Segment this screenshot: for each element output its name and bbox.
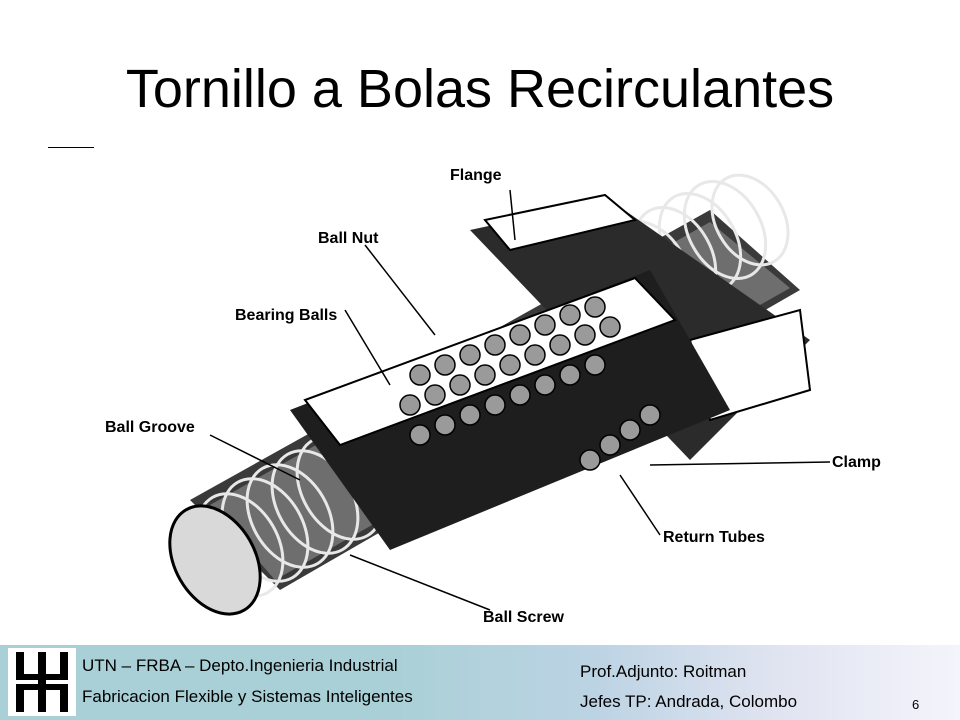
- footer-instructors: Jefes TP: Andrada, Colombo: [580, 692, 798, 711]
- leader-lines: [209, 189, 831, 611]
- page-number: 6: [912, 697, 920, 712]
- label-ball-groove: Ball Groove: [105, 419, 195, 436]
- title-underline: [48, 147, 94, 148]
- footer-bar: [0, 645, 960, 720]
- ball-nut-body: [290, 270, 730, 550]
- label-bearing-balls: Bearing Balls: [235, 307, 337, 324]
- label-flange: Flange: [450, 167, 502, 184]
- ball-screw-illustration: Flange Ball Nut Bearing Balls Ball Groov…: [105, 167, 881, 626]
- footer-course: Fabricacion Flexible y Sistemas Intelige…: [82, 687, 413, 706]
- footer-department: UTN – FRBA – Depto.Ingenieria Industrial: [82, 656, 398, 675]
- label-ball-screw: Ball Screw: [483, 609, 564, 626]
- label-ball-nut: Ball Nut: [318, 230, 379, 247]
- utn-logo-icon: [8, 648, 76, 716]
- label-clamp: Clamp: [832, 454, 881, 471]
- bearing-balls: [399, 296, 661, 471]
- slide-title: Tornillo a Bolas Recirculantes: [125, 59, 835, 119]
- label-return-tubes: Return Tubes: [663, 529, 765, 546]
- footer-professor: Prof.Adjunto: Roitman: [580, 662, 747, 681]
